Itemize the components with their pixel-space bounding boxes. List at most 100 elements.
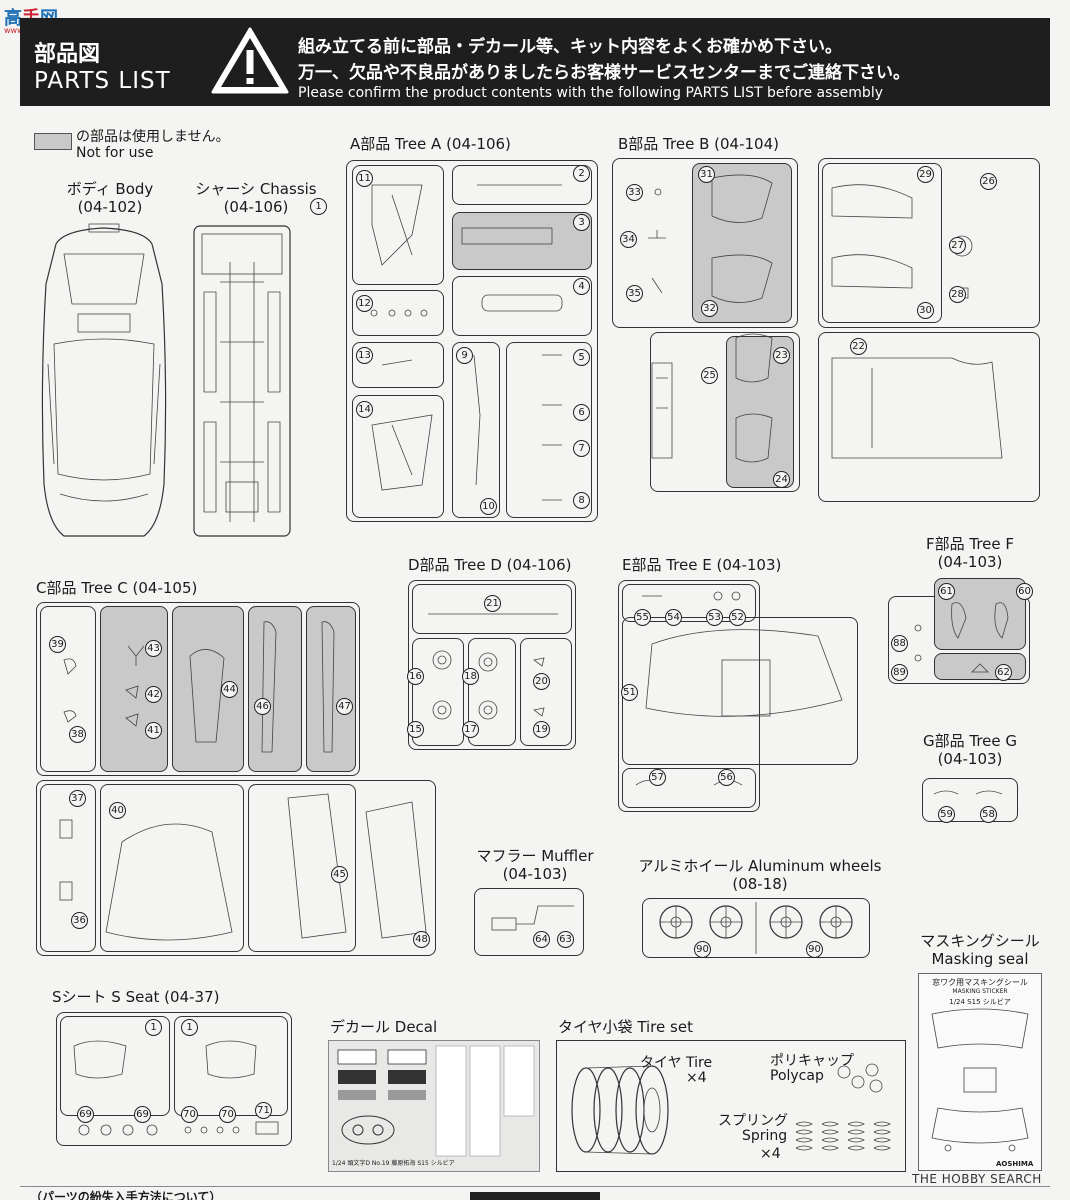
tree-c-cell-unused xyxy=(172,606,244,772)
part-number: 90 xyxy=(694,941,711,958)
tree-c-cell xyxy=(248,784,356,952)
footer-rule xyxy=(20,1186,1050,1187)
tree-a-cell-unused xyxy=(452,212,592,270)
part-number: 69 xyxy=(134,1106,151,1123)
part-number: 35 xyxy=(626,285,643,302)
tree-d-cell xyxy=(412,638,464,746)
tree-c-cell xyxy=(40,784,96,952)
tree-b-cell-unused xyxy=(692,163,792,323)
part-number: 46 xyxy=(254,698,271,715)
wheels-frame xyxy=(642,898,870,958)
part-number: 53 xyxy=(706,609,723,626)
wheels-title: アルミホイール Aluminum wheels xyxy=(638,857,882,875)
part-number: 21 xyxy=(484,595,501,612)
part-number: 8 xyxy=(573,492,590,509)
tree-a-title: A部品 Tree A (04-106) xyxy=(350,135,511,153)
masking-sticker xyxy=(918,973,1042,1171)
s-seat-frame xyxy=(56,1012,292,1146)
muffler-title: マフラー Muffler xyxy=(476,847,594,865)
part-number: 18 xyxy=(462,668,479,685)
tree-d-cell xyxy=(412,584,572,634)
muffler-code: (04-103) xyxy=(502,865,568,883)
part-number: 24 xyxy=(773,471,790,488)
part-number: 15 xyxy=(407,721,424,738)
spring-qty: ×4 xyxy=(760,1146,781,1162)
part-number: 36 xyxy=(71,912,88,929)
part-number: 31 xyxy=(698,166,715,183)
chassis-title: シャーシ Chassis xyxy=(195,180,317,198)
legend-jp: の部品は使用しません。 xyxy=(76,129,230,145)
part-number: 90 xyxy=(806,941,823,958)
part-number: 63 xyxy=(557,931,574,948)
tree-b-frame-seats xyxy=(650,332,800,492)
part-number: 2 xyxy=(573,165,590,182)
wheels-code: (08-18) xyxy=(732,875,788,893)
tree-a-frame xyxy=(346,160,598,522)
part-number: 69 xyxy=(77,1106,94,1123)
part-number: 45 xyxy=(331,866,348,883)
tree-a-cell xyxy=(352,165,444,285)
tree-e-frame xyxy=(618,580,760,812)
spring-label-en: Spring xyxy=(742,1128,788,1144)
part-number: 30 xyxy=(917,302,934,319)
tree-d-title: D部品 Tree D (04-106) xyxy=(408,556,572,574)
tree-e-title: E部品 Tree E (04-103) xyxy=(622,556,782,574)
part-number: 62 xyxy=(995,664,1012,681)
masking-sticker-title: 窓ワク用マスキングシール xyxy=(932,978,1028,987)
body-title: ボディ Body xyxy=(66,180,154,198)
s-seat-cell xyxy=(60,1016,170,1116)
part-number: 52 xyxy=(729,609,746,626)
tree-d-parts-drawing xyxy=(428,613,558,720)
decal-title: デカール Decal xyxy=(330,1018,438,1036)
muffler-frame xyxy=(474,888,584,956)
tree-g-parts-drawing xyxy=(933,790,1003,795)
chassis-drawing xyxy=(193,225,291,537)
decal-note: 1/24 頭文字D No.19 藤原拓海 S15 シルビア xyxy=(332,1160,455,1167)
tree-g-title: G部品 Tree G xyxy=(922,732,1018,750)
part-number: 33 xyxy=(626,184,643,201)
tree-a-cell xyxy=(352,342,444,388)
tree-d-cell xyxy=(520,638,572,746)
part-number: 12 xyxy=(356,295,373,312)
page-title-jp: 部品図 xyxy=(34,42,101,67)
part-number: 5 xyxy=(573,349,590,366)
decal-sheet-drawing xyxy=(337,1045,535,1157)
tree-a-cell xyxy=(506,342,592,518)
part-number: 64 xyxy=(533,931,550,948)
tree-f-title: F部品 Tree F xyxy=(925,535,1015,553)
part-number: 1 xyxy=(310,198,327,215)
exclamation-triangle-icon xyxy=(211,27,289,94)
chassis-code: (04-106) xyxy=(223,198,289,216)
part-number: 23 xyxy=(773,347,790,364)
part-number: 11 xyxy=(356,170,373,187)
tree-c-cell-unused xyxy=(306,606,356,772)
part-number: 61 xyxy=(938,583,955,600)
part-number: 41 xyxy=(145,722,162,739)
part-number: 7 xyxy=(573,440,590,457)
muffler-drawing xyxy=(491,905,574,931)
part-number: 70 xyxy=(219,1106,236,1123)
part-number: 13 xyxy=(356,347,373,364)
footer-bar xyxy=(470,1192,600,1200)
polycap-label-en: Polycap xyxy=(770,1068,824,1084)
part-number: 34 xyxy=(620,231,637,248)
part-number: 3 xyxy=(573,214,590,231)
tire-set-drawing xyxy=(571,1063,891,1155)
maker-logo: AOSHIMA xyxy=(996,1160,1034,1168)
tree-a-cell xyxy=(352,290,444,336)
part-number: 32 xyxy=(701,300,718,317)
tree-e-cell xyxy=(622,584,756,622)
part-number: 51 xyxy=(621,684,638,701)
tree-c-parts-drawing xyxy=(59,621,427,941)
source-watermark: THE HOBBY SEARCH xyxy=(912,1172,1042,1186)
legend-swatch xyxy=(34,133,72,150)
tree-b-cell xyxy=(822,163,942,323)
tree-a-parts-drawing xyxy=(370,184,563,501)
header-bar xyxy=(20,18,1050,106)
tree-b-frame-left xyxy=(612,158,798,328)
part-number: 89 xyxy=(891,664,908,681)
tire-qty: ×4 xyxy=(686,1070,707,1086)
tree-c-title: C部品 Tree C (04-105) xyxy=(36,579,198,597)
part-number: 28 xyxy=(949,286,966,303)
tree-c-cell xyxy=(40,606,96,772)
